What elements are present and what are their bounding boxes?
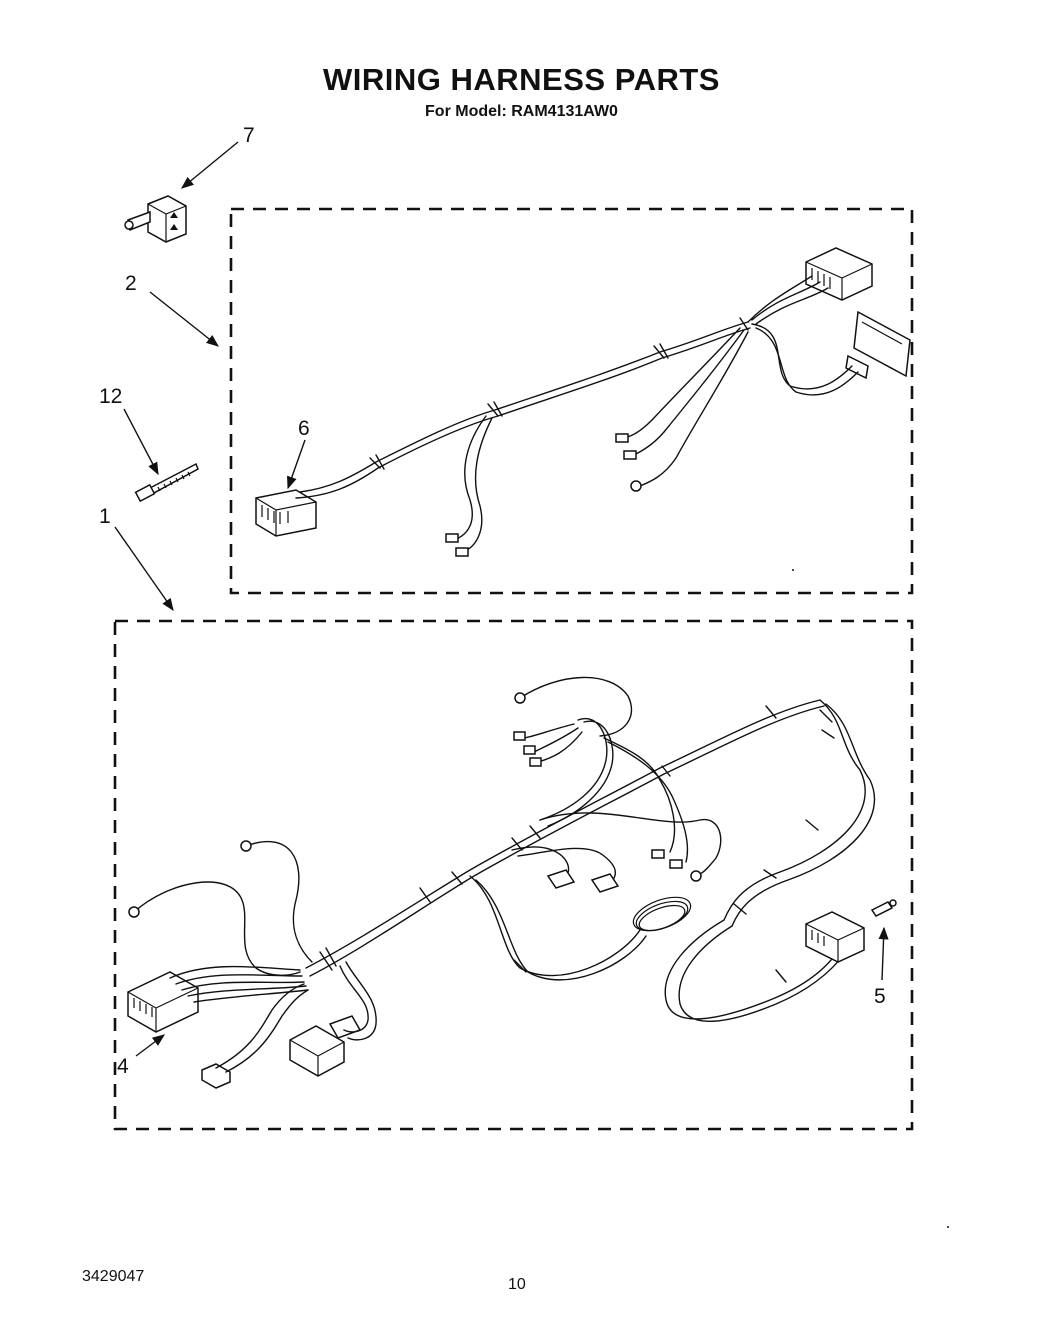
page-number: 10 (508, 1276, 526, 1293)
callout-5: 5 (874, 985, 886, 1008)
leader-12 (123, 408, 159, 476)
leader-7 (181, 141, 239, 189)
leader-2 (149, 291, 219, 347)
small-connector (201, 1063, 231, 1089)
part-7-terminal-clip (124, 195, 187, 243)
upper-right-connector-b (845, 310, 911, 380)
callout-1: 1 (99, 505, 111, 528)
speck (792, 569, 794, 571)
page-title: WIRING HARNESS PARTS (323, 62, 720, 97)
part-12-cable-tie (134, 462, 199, 503)
leader-4 (135, 1034, 166, 1057)
part-1-lower-harness (127, 676, 897, 1089)
document-number: 3429047 (82, 1268, 145, 1285)
callout-12: 12 (99, 385, 122, 408)
part-6-connector (255, 489, 317, 537)
callout-7: 7 (243, 124, 255, 147)
leader-6 (287, 439, 306, 490)
leader-1 (114, 526, 174, 612)
lower-right-connector (805, 911, 865, 963)
callout-4: 4 (117, 1055, 129, 1078)
bottom-center-connector (289, 1015, 362, 1077)
speck (947, 1226, 949, 1228)
part-4-connector (127, 971, 199, 1033)
leader-5 (878, 926, 889, 981)
upper-harness-box (229, 207, 914, 595)
coiled-wire (632, 896, 692, 932)
model-subtitle: For Model: RAM4131AW0 (425, 103, 618, 120)
lower-harness-box (113, 619, 914, 1131)
upper-right-connector-a (805, 247, 873, 301)
callout-6: 6 (298, 417, 310, 440)
part-5-terminal (870, 899, 897, 917)
part-2-upper-harness (255, 247, 911, 557)
callout-2: 2 (125, 272, 137, 295)
